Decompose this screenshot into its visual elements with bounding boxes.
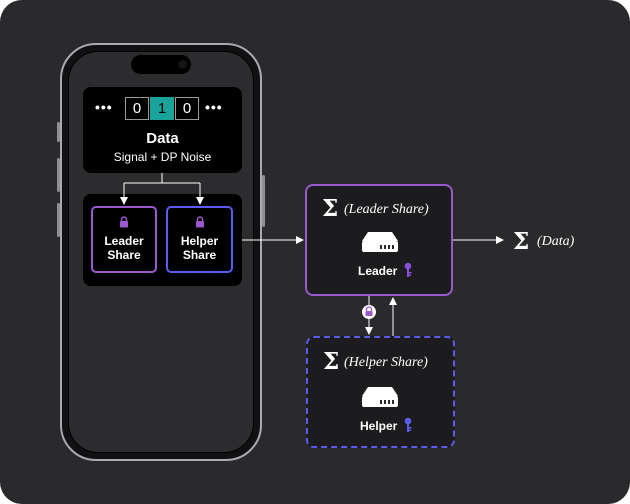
helper-share-label: Share	[182, 248, 217, 262]
sigma-symbol: Σ	[323, 348, 340, 375]
data-subtitle: Signal + DP Noise	[113, 150, 212, 164]
helper-share-label: Helper	[180, 234, 219, 248]
phone-side-button	[57, 122, 60, 142]
lock-icon	[120, 216, 128, 228]
sigma-symbol: Σ	[322, 195, 339, 222]
lock-badge-icon	[362, 305, 376, 319]
lock-icon	[196, 216, 204, 228]
sigma-symbol: Σ	[513, 228, 530, 255]
split-connector	[124, 173, 200, 184]
leader-share-box	[91, 206, 157, 273]
bit-cell: 0	[125, 97, 149, 120]
leader-sum-expression: (Leader Share)	[344, 202, 429, 217]
output-sum-expression: (Data)	[537, 234, 575, 249]
leader-share-label: Share	[107, 248, 141, 262]
dynamic-island	[131, 55, 191, 74]
shares-panel	[83, 194, 242, 286]
phone-power-button	[262, 175, 265, 227]
front-camera	[178, 60, 187, 69]
key-icon	[404, 417, 412, 432]
server-icon	[362, 232, 398, 252]
bit-cell-active: 1	[150, 97, 174, 120]
helper-server-label: Helper	[360, 419, 398, 433]
leader-server-label: Leader	[358, 264, 398, 278]
key-icon	[404, 262, 412, 277]
ellipsis-right: •••	[205, 99, 223, 115]
phone-volume-up-button	[57, 158, 60, 192]
ellipsis-left: •••	[95, 99, 113, 115]
bit-cell: 0	[175, 97, 199, 120]
data-title: Data	[146, 130, 179, 147]
leader-share-label: Leader	[104, 234, 144, 248]
helper-sum-expression: (Helper Share)	[344, 355, 428, 370]
server-icon	[362, 387, 398, 407]
phone-volume-down-button	[57, 203, 60, 237]
helper-share-box	[166, 206, 233, 273]
